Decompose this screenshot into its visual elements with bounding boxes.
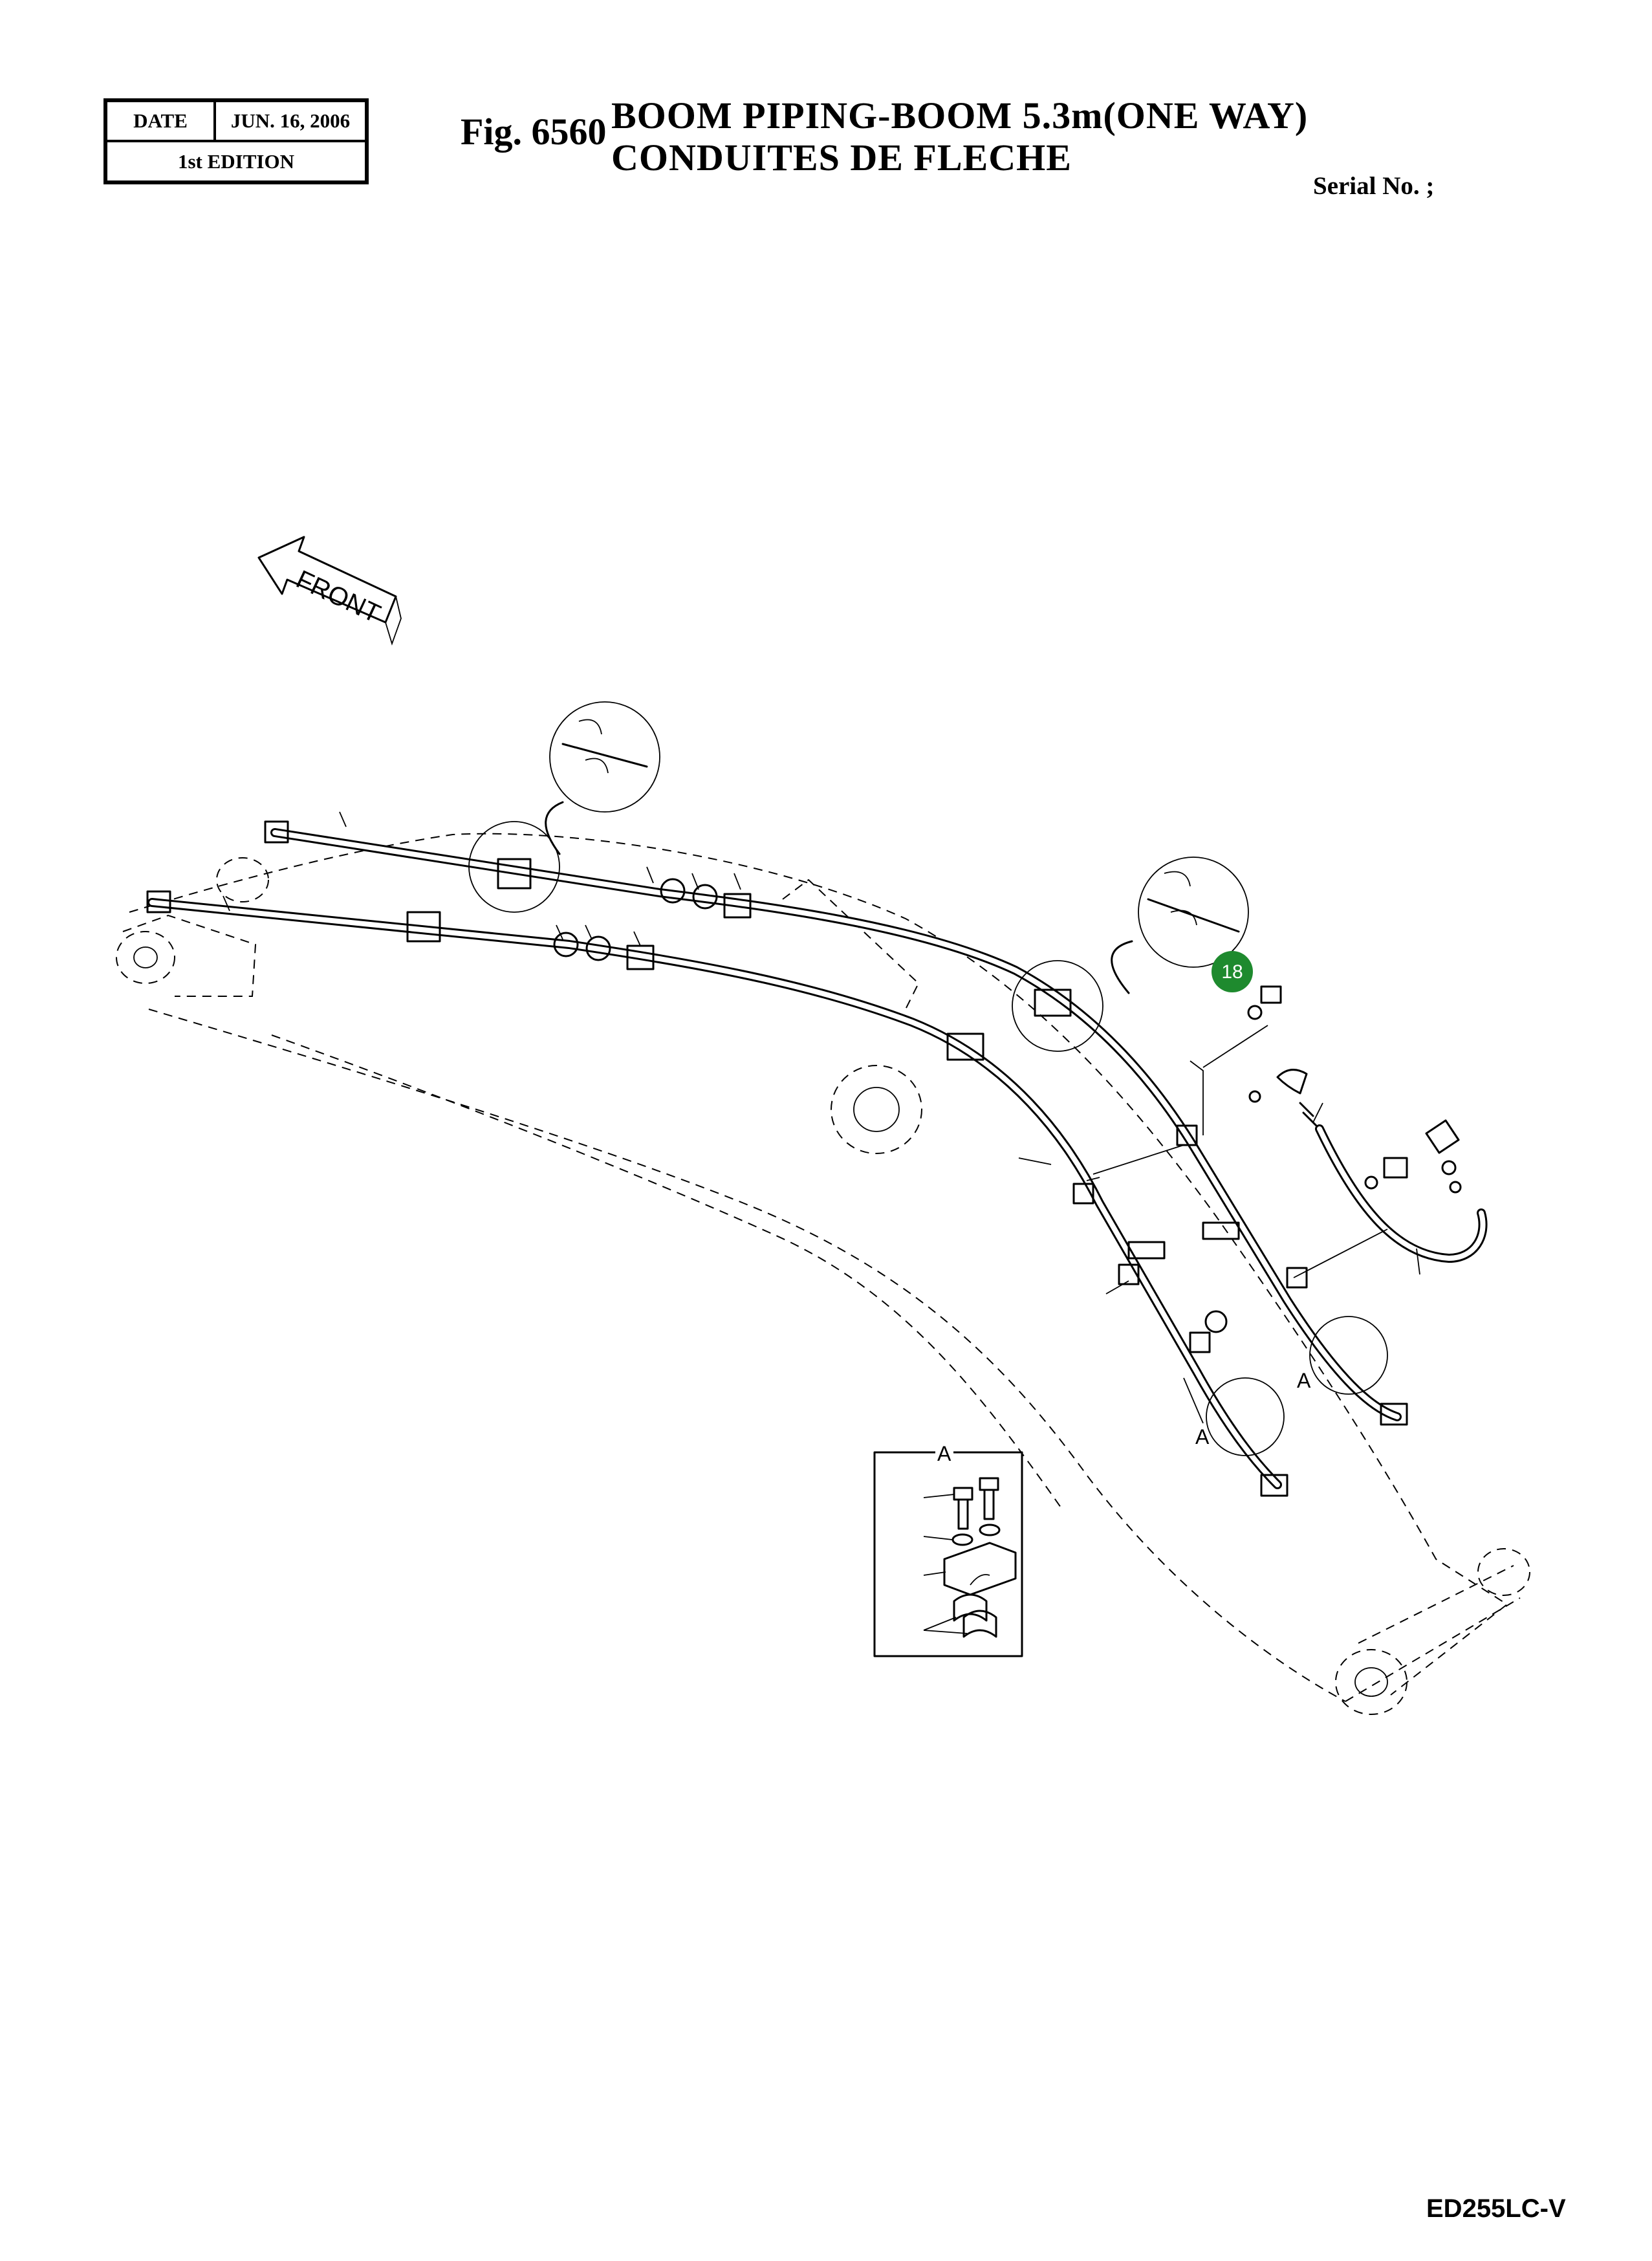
front-label: FRONT (292, 565, 384, 628)
section-a-markers: A A (1195, 1316, 1388, 1456)
callout-18-number: 18 (1221, 961, 1243, 983)
date-value: JUN. 16, 2006 (230, 109, 351, 132)
date-box: DATE JUN. 16, 2006 1st EDITION (103, 98, 369, 184)
callout-18[interactable]: 18 (1212, 951, 1253, 992)
clamp-detail-circles (468, 701, 1249, 1052)
detail-a-box: A (873, 1442, 1023, 1657)
serial-number-label: Serial No. ; (1313, 172, 1435, 200)
date-row: DATE JUN. 16, 2006 (107, 102, 365, 142)
section-a-label-1: A (1297, 1369, 1311, 1392)
hose-fittings (1247, 985, 1462, 1194)
leader-lines (223, 811, 1420, 1424)
date-label: DATE (107, 102, 216, 140)
callout-18-badge[interactable] (1212, 951, 1253, 992)
detail-a-label: A (937, 1442, 951, 1465)
figure-title-english: BOOM PIPING-BOOM 5.3m(ONE WAY) (611, 94, 1309, 137)
edition-label: 1st EDITION (177, 149, 294, 173)
model-label: ED255LC-V (1426, 2194, 1566, 2223)
boom-outline (116, 833, 1530, 1715)
section-a-label-2: A (1195, 1425, 1210, 1448)
figure-title-french: CONDUITES DE FLECHE (611, 137, 1072, 179)
front-arrow: FRONT (257, 536, 402, 646)
boom-pipes (147, 828, 1488, 1489)
pipe-clamps (146, 820, 1408, 1497)
figure-number: Fig. 6560 (461, 111, 607, 153)
